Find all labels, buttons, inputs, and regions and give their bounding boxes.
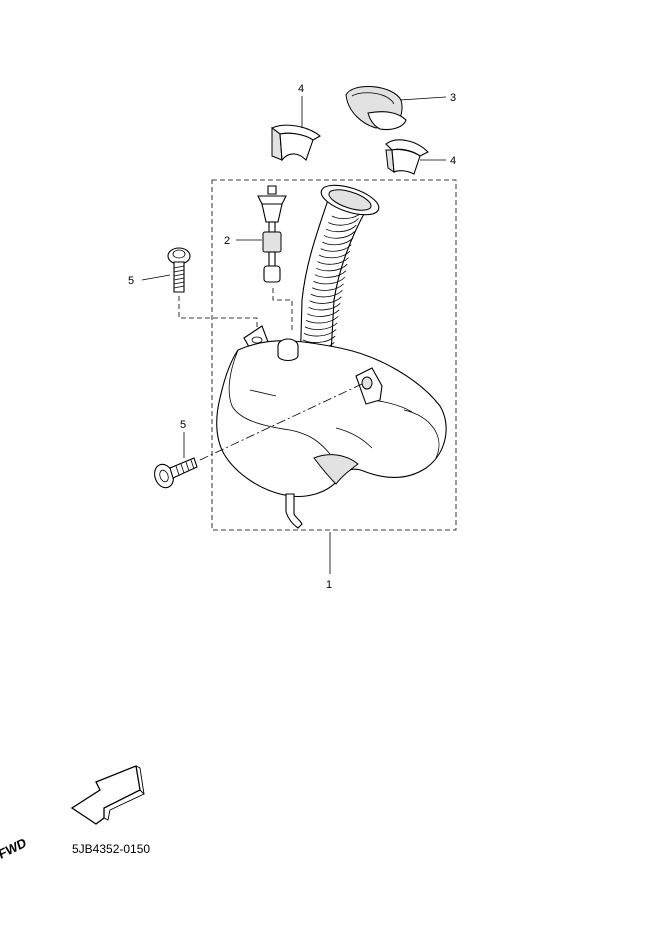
callout-cap: 3 xyxy=(450,92,456,104)
tank-cap xyxy=(345,85,407,131)
callout-clip-left: 4 xyxy=(298,83,304,95)
leader-cap xyxy=(399,96,447,101)
oil-tank xyxy=(216,325,447,529)
oil-level-gauge xyxy=(257,185,287,283)
leader-bolt-upper xyxy=(141,274,171,281)
hose-ring xyxy=(320,244,352,252)
hose-ring xyxy=(302,335,336,343)
callout-gauge: 2 xyxy=(224,235,230,247)
hose-ring xyxy=(313,276,346,285)
clip-left xyxy=(270,124,321,162)
hose-ring xyxy=(322,237,354,246)
hose-ring xyxy=(305,316,339,324)
bolt-upper xyxy=(167,247,191,293)
gauge-guide-line xyxy=(272,288,293,330)
callout-clip-right: 4 xyxy=(450,155,456,167)
assembly-boundary xyxy=(211,179,457,531)
hose-ring xyxy=(308,303,341,311)
hose-ring xyxy=(323,231,355,239)
callout-bolt-upper: 5 xyxy=(128,275,134,287)
hose-ring xyxy=(325,224,357,233)
hose-ring xyxy=(303,329,337,337)
clip-right xyxy=(385,139,429,175)
hose-ring xyxy=(328,218,359,226)
callout-bolt-lower: 5 xyxy=(180,419,186,431)
hose-ring xyxy=(312,283,344,291)
bolt-lower-guide-line xyxy=(199,383,363,461)
callout-tank: 1 xyxy=(326,579,332,591)
bolt-lower xyxy=(154,457,198,489)
hose-ring xyxy=(317,257,349,265)
hose-ring xyxy=(309,296,342,304)
hose-ring xyxy=(310,289,343,298)
hose-ring xyxy=(318,250,351,259)
document-code: 5JB4352-0150 xyxy=(72,842,151,856)
hose-ring xyxy=(316,263,348,272)
bolt-upper-guide-line xyxy=(178,296,258,334)
hose-ring xyxy=(314,270,347,278)
hose-ring xyxy=(304,322,338,330)
fwd-label: FWD xyxy=(0,835,28,862)
hose-ring xyxy=(307,309,340,317)
